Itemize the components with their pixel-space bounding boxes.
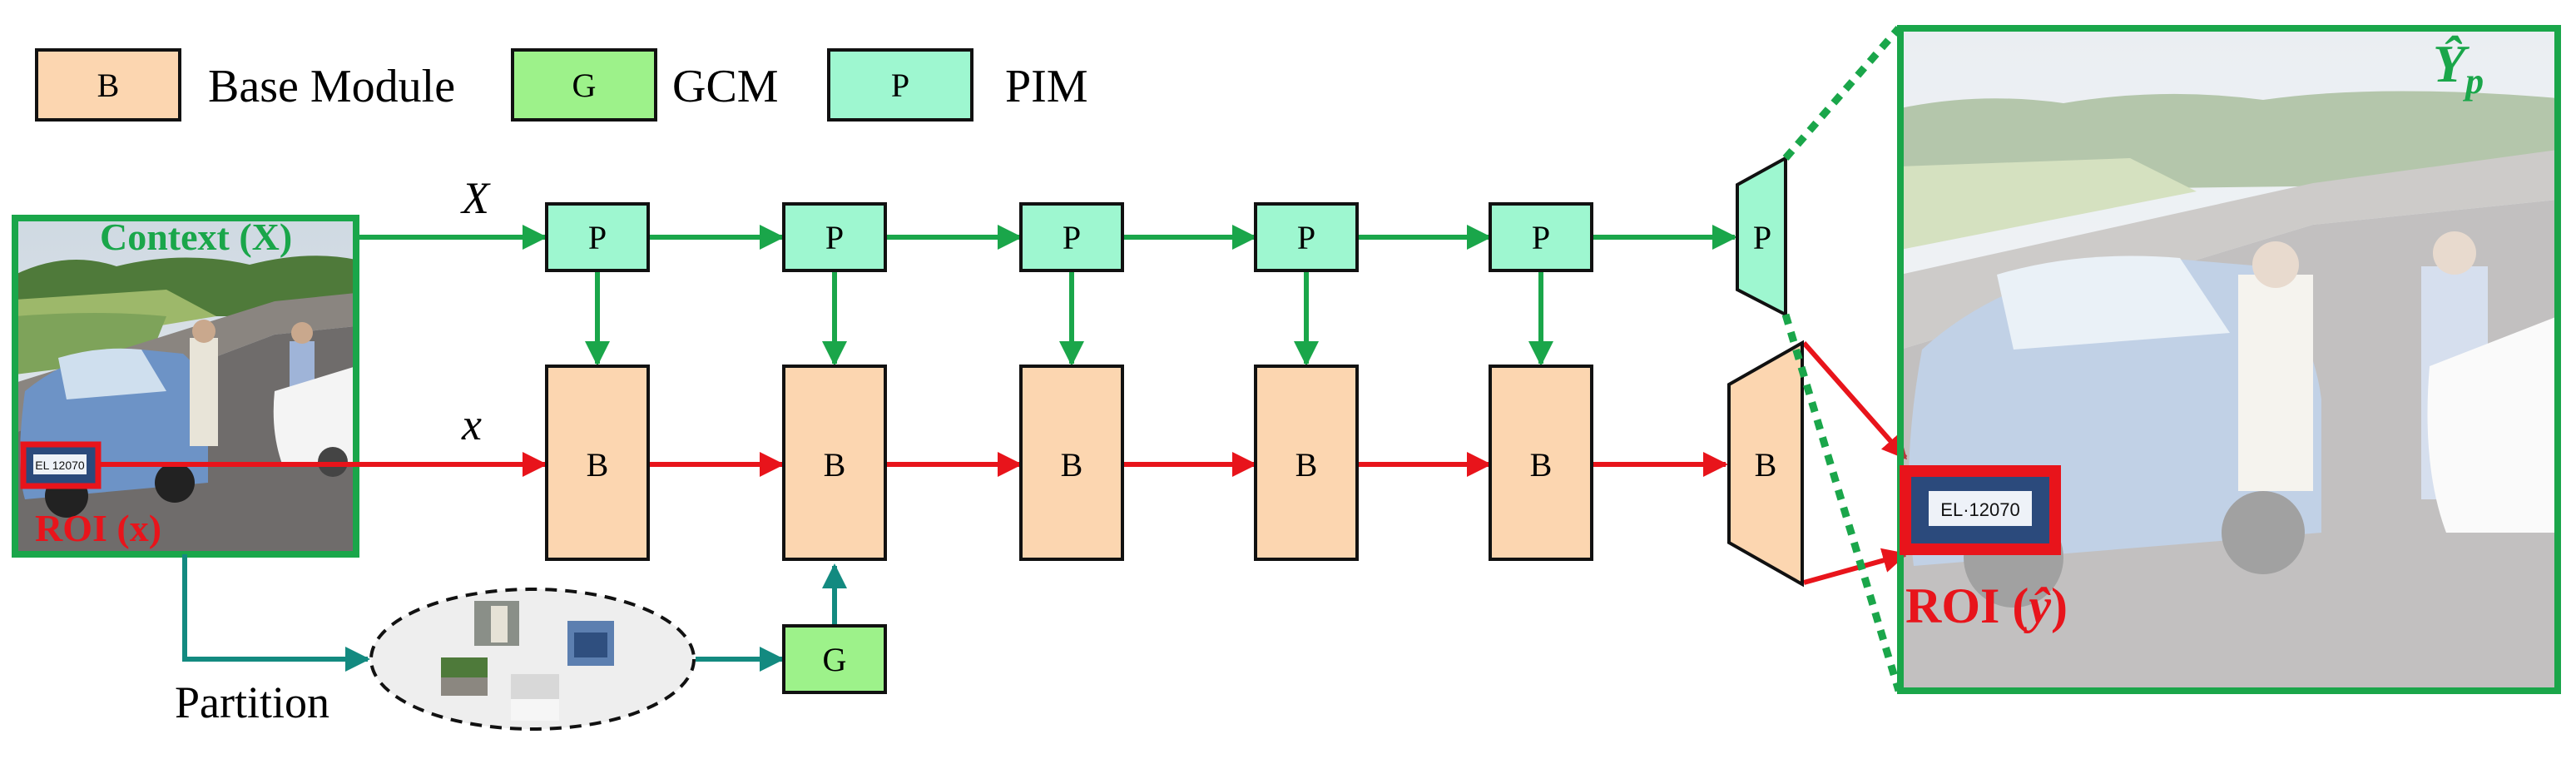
- roi-big: EL·12070: [1900, 465, 2061, 555]
- pim-block-3-letter: P: [1063, 219, 1081, 256]
- partition-label: Partition: [175, 677, 329, 727]
- base-block-1: [545, 365, 650, 561]
- pim-block-4-letter: P: [1297, 219, 1315, 256]
- pim-block-2: [782, 202, 887, 272]
- base-block-2-letter: B: [824, 446, 846, 484]
- pim-blocks: P P P P P P: [545, 155, 1787, 318]
- base-block-final: [1727, 340, 1804, 588]
- legend-pim-swatch: [827, 48, 973, 122]
- legend-gcm-swatch: [511, 48, 657, 122]
- roi-x-label: ROI (x): [35, 507, 161, 549]
- base-block-5-letter: B: [1530, 446, 1553, 484]
- legend-pim-label: PIM: [1005, 61, 1088, 112]
- base-block-2: [782, 365, 887, 561]
- pim-block-final-letter: P: [1753, 219, 1771, 256]
- output-frame: [1897, 25, 2561, 694]
- y-hat-label: Ŷp: [2433, 34, 2484, 102]
- pim-block-1-letter: P: [588, 219, 607, 256]
- pim-block-2-letter: P: [825, 219, 844, 256]
- roi-small: EL 12070: [20, 441, 102, 489]
- base-block-final-letter: B: [1755, 446, 1777, 484]
- partition-patches: [441, 601, 614, 721]
- pim-block-1: [545, 202, 650, 272]
- roi-hat-label: ROI (ŷ): [1905, 578, 2068, 633]
- legend-base-letter: B: [97, 67, 120, 104]
- plate-big-text: EL·12070: [1940, 499, 2019, 520]
- pim-block-3: [1019, 202, 1124, 272]
- legend-gcm-letter: G: [572, 67, 597, 104]
- context-label: Context (X): [100, 216, 292, 258]
- base-block-3-letter: B: [1061, 446, 1083, 484]
- stream-bottom-label: x: [461, 399, 482, 449]
- base-blocks: B B B B B B: [545, 340, 1804, 588]
- base-block-1-letter: B: [587, 446, 609, 484]
- base-stream-arrows: [98, 341, 1908, 585]
- base-block-5: [1489, 365, 1593, 561]
- legend-base-label: Base Module: [208, 61, 455, 112]
- output-image: [1900, 28, 2558, 691]
- plate-small-text: EL 12070: [35, 459, 85, 472]
- gcm-block: [782, 624, 887, 694]
- input-context-image: [15, 218, 356, 554]
- stream-top-label: X: [460, 173, 491, 223]
- pim-stream-arrows: [356, 225, 1737, 366]
- legend-gcm-label: GCM: [672, 61, 779, 112]
- pim-block-5: [1489, 202, 1593, 272]
- pim-block-5-letter: P: [1532, 219, 1550, 256]
- legend: B Base Module G GCM P PIM: [35, 48, 1088, 122]
- legend-pim-letter: P: [891, 67, 909, 104]
- partition-branch: [182, 554, 847, 672]
- base-block-4: [1254, 365, 1359, 561]
- pim-block-4: [1254, 202, 1359, 272]
- base-block-3: [1019, 365, 1124, 561]
- gcm-block-letter: G: [823, 641, 847, 678]
- base-block-4-letter: B: [1295, 446, 1318, 484]
- legend-base-swatch: [35, 48, 181, 122]
